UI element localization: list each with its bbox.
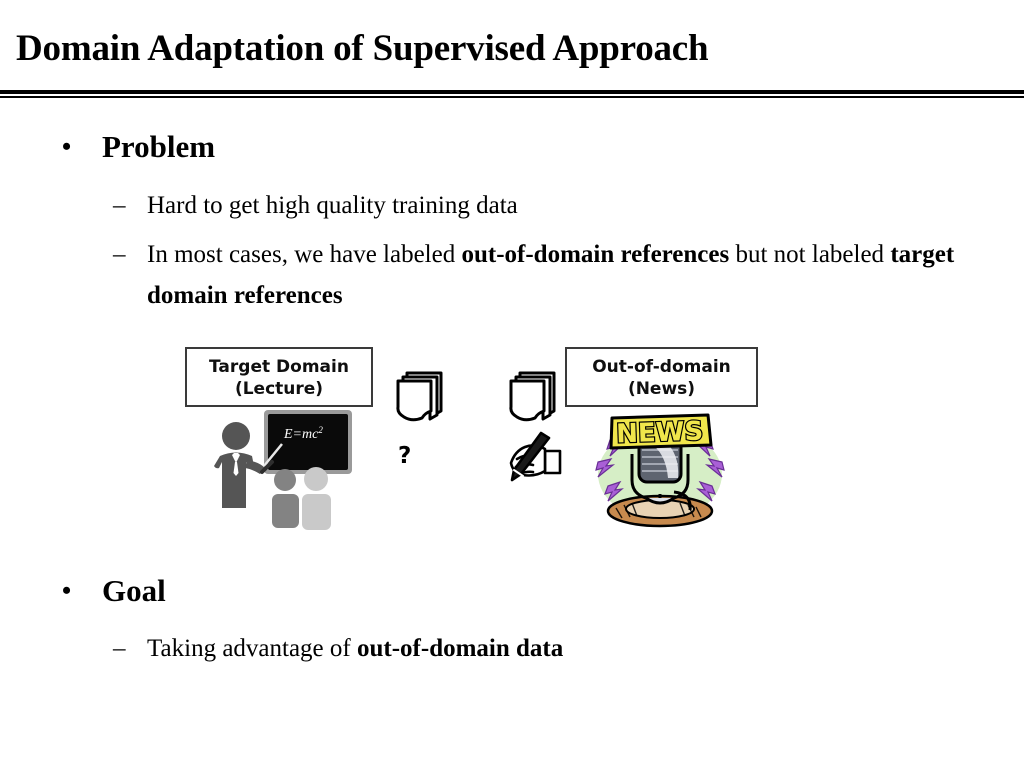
mic-yoke-right-icon [673,454,690,500]
section-heading-label: Goal [102,573,166,608]
student-light-head-icon [304,467,328,491]
dash-marker-icon: – [113,192,126,219]
out-of-domain-line2: (News) [627,379,696,399]
blackboard-surface-icon [268,414,348,470]
student-dark-head-icon [274,469,296,491]
section-heading-label: Problem [102,129,216,164]
plain-text: Taking advantage of [147,635,357,662]
teacher-arm-icon [245,460,265,474]
emphasized-text: target domain references [147,241,955,309]
pointer-stick-icon [260,460,274,474]
target-domain-line1: Target Domain [209,357,349,377]
news-banner-text: NEWS [616,416,704,449]
plain-text: In most cases, we have labeled [147,241,462,268]
bullet-dot-icon: • [62,132,72,161]
page-title: Domain Adaptation of Supervised Approach [16,28,709,69]
list-item-text: Hard to get high quality training data [147,185,977,226]
mic-yoke-left-icon [630,454,647,500]
emphasized-text: out-of-domain references [461,241,730,268]
target-domain-line2: (Lecture) [234,379,324,399]
plain-text: Hard to get high quality training data [147,192,518,219]
list-item-text: In most cases, we have labeled out-of-do… [147,234,977,316]
news-microphone-illustration: NEWS [576,410,744,530]
dash-marker-icon: – [113,241,126,268]
out-of-domain-box[interactable]: Out-of-domain (News) [565,347,758,407]
lecture-scene-illustration: E=mc2 [206,408,356,530]
plain-text: but not labeled [729,241,891,268]
hand-writing-pen-icon [497,429,567,485]
mic-cable-icon [673,490,692,511]
target-domain-box[interactable]: Target Domain (Lecture) [185,347,373,407]
divider-line-thin [0,96,1024,98]
bullet-dot-icon: • [62,576,72,605]
out-of-domain-line1: Out-of-domain [592,357,731,377]
teacher-body-icon [214,452,254,508]
emphasized-text: out-of-domain data [356,635,564,662]
student-light-body-icon [302,494,331,530]
student-dark-body-icon [272,494,299,528]
divider-gap [0,94,1024,96]
list-item-text: Taking advantage of out-of-domain data [147,628,977,669]
document-stack-target-icon [393,368,447,426]
document-stack-source-icon [506,368,560,426]
divider-line-thick [0,90,1024,94]
news-banner-icon: NEWS [609,413,713,451]
blackboard-equation-icon: E=mc2 [283,425,323,442]
question-mark-label: ? [398,443,412,469]
dash-marker-icon: – [113,635,126,662]
teacher-head-icon [222,422,250,450]
title-divider [0,90,1024,99]
